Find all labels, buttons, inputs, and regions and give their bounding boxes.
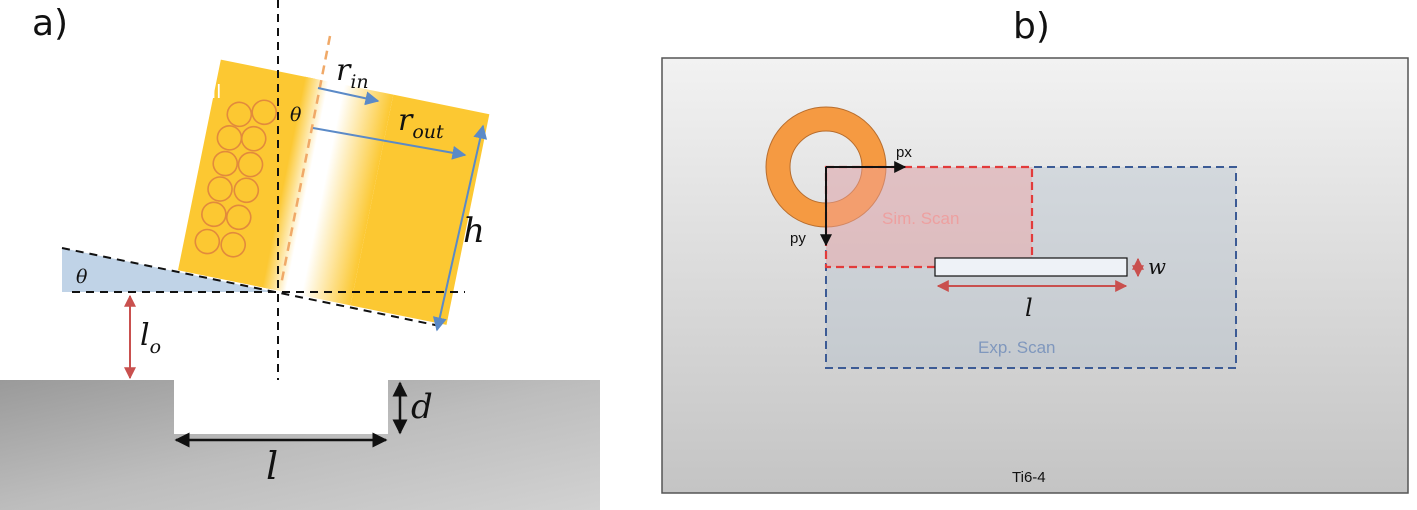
length-label: l [266,444,278,488]
material-label: Ti6-4 [1012,469,1046,486]
panel-a-label: a) [32,3,68,44]
sim-scan-label: Sim. Scan [882,209,959,228]
coil-inner-right [301,84,394,306]
coil-wire-circles [194,99,278,258]
theta-top-label: θ [290,104,302,126]
px-label: px [896,144,912,161]
py-label: py [790,230,806,247]
r-in-arrow [317,87,380,106]
panel-a: a) Coil [0,0,600,510]
panel-b: b) Exp. Scan Sim. Scan px py w l Ti6-4 [661,6,1409,494]
height-arrow [432,124,488,332]
coil-inner-left [262,76,345,296]
width-label: w [1148,255,1166,279]
height-label: h [463,211,485,251]
r-in-label: rin [336,53,369,93]
notch-defect-top-view [934,257,1128,277]
sim-scan-region [824,165,1034,269]
exp-scan-label: Exp. Scan [978,338,1056,357]
theta-wedge-left [62,248,275,292]
theta-left-label: θ [76,266,88,288]
depth-label: d [411,387,433,427]
panel-b-label: b) [1013,6,1050,47]
coil-axis-tilted [279,35,332,286]
coil-label: Coil [186,81,221,103]
notch-defect [174,380,388,434]
length-label-b: l [1025,294,1033,322]
liftoff-label: lo [140,318,161,358]
